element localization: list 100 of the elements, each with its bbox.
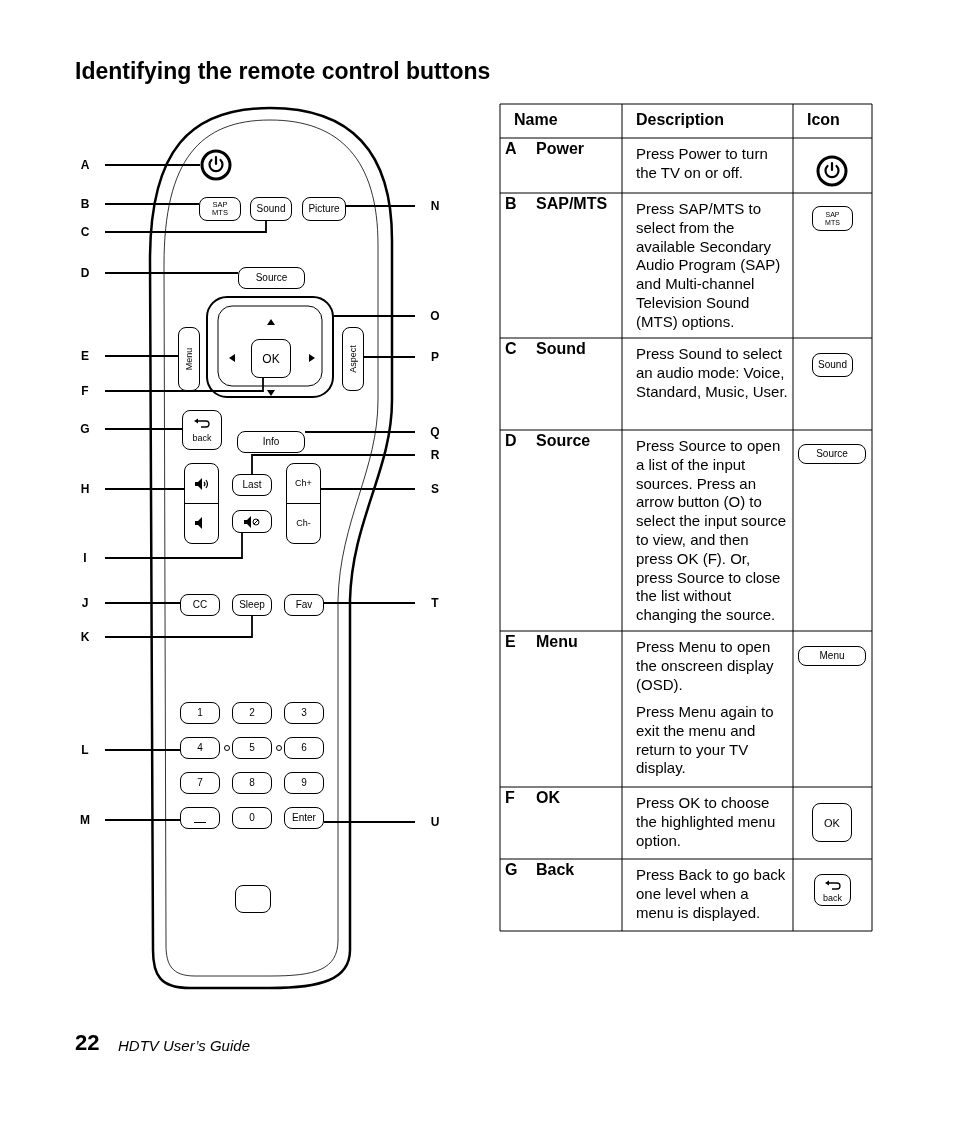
- remote-button: Enter: [284, 807, 324, 829]
- callout-letter: A: [78, 157, 92, 173]
- remote-button: Fav: [284, 594, 324, 616]
- column-header: Icon: [807, 110, 841, 130]
- row-heading: Sound: [536, 339, 587, 359]
- leader-line: [363, 356, 416, 358]
- callout-letter: R: [428, 447, 442, 463]
- button-symbol: Menu: [798, 646, 866, 666]
- description-text: Press Source to open a list of the input sources. Press an arrow button (O) to select the input source to view, and then press OK (F). Or, press Source to close the list without changing the source.: [636, 437, 788, 625]
- remote-button: Picture: [302, 197, 346, 221]
- callout-letter: S: [428, 481, 442, 497]
- remote-button: 7: [180, 772, 220, 794]
- description-text: Press OK to choose the highlighted menu option.: [636, 794, 777, 851]
- row-heading: A: [505, 139, 518, 159]
- description-text: Press SAP/MTS to select from the available Secondary Audio Program (SAP) and Multi-channel Television Sound (MTS) options.: [636, 200, 782, 332]
- page-title: Identifying the remote control buttons: [75, 58, 491, 85]
- leader-line: [345, 205, 416, 207]
- leader-line: [104, 220, 267, 233]
- leader-line: [304, 431, 416, 433]
- callout-letter: G: [78, 421, 92, 437]
- row-heading: Source: [536, 431, 592, 451]
- remote-button: Info: [237, 431, 305, 453]
- callout-letter: Q: [428, 424, 442, 440]
- button-symbol: OK: [812, 803, 852, 842]
- callout-letter: J: [78, 595, 92, 611]
- description-text: Press Back to go back one level when a menu is displayed.: [636, 866, 787, 923]
- row-heading: D: [505, 431, 518, 451]
- leader-line: [104, 602, 181, 604]
- description-text: Press Menu again to exit the menu and return to your TV display.: [636, 703, 775, 779]
- description-text: Press Menu to open the onscreen display (OSD).: [636, 638, 775, 695]
- callout-letter: T: [428, 595, 442, 611]
- back-button: back: [182, 410, 222, 450]
- row-heading: E: [505, 632, 517, 652]
- channel-rocker: Ch+ Ch-: [286, 463, 321, 544]
- callout-letter: O: [428, 308, 442, 324]
- leader-line: [251, 454, 416, 475]
- leader-line: [323, 821, 416, 823]
- page-number: 22: [75, 1030, 101, 1056]
- leader-line: [104, 749, 181, 751]
- leader-line: [104, 355, 179, 357]
- row-heading: OK: [536, 788, 561, 808]
- leader-line: [104, 272, 239, 274]
- leader-line: [104, 615, 253, 638]
- leader-line: [320, 488, 416, 490]
- remote-button: 4: [180, 737, 220, 759]
- remote-button: Sleep: [232, 594, 272, 616]
- row-heading: Back: [536, 860, 576, 880]
- remote-button: 5: [232, 737, 272, 759]
- footer-text: HDTV User’s Guide: [118, 1036, 251, 1056]
- callout-letter: K: [78, 629, 92, 645]
- remote-button: 6: [284, 737, 324, 759]
- volume-rocker: [184, 463, 219, 544]
- description-text: Press Power to turn the TV on or off.: [636, 145, 769, 183]
- leader-line: [104, 377, 264, 392]
- column-header: Name: [514, 110, 559, 130]
- button-symbol: Sound: [812, 353, 853, 377]
- remote-button: Sound: [250, 197, 292, 221]
- remote-button: 2: [232, 702, 272, 724]
- remote-button: 1: [180, 702, 220, 724]
- callout-letter: M: [78, 812, 92, 828]
- remote-button: Source: [238, 267, 305, 289]
- leader-line: [333, 315, 416, 317]
- leader-line: [104, 488, 185, 490]
- callout-letter: N: [428, 198, 442, 214]
- leader-line: [104, 532, 243, 559]
- remote-button: Menu: [178, 327, 200, 391]
- row-heading: F: [505, 788, 516, 808]
- remote-button: CC: [180, 594, 220, 616]
- remote-button: 9: [284, 772, 324, 794]
- callout-letter: P: [428, 349, 442, 365]
- callout-letter: U: [428, 814, 442, 830]
- leader-line: [104, 428, 183, 430]
- remote-button: 8: [232, 772, 272, 794]
- remote-button: 0: [232, 807, 272, 829]
- leader-line: [104, 164, 201, 166]
- callout-letter: L: [78, 742, 92, 758]
- direction-pad: [206, 296, 334, 400]
- remote-button: [235, 885, 271, 913]
- row-heading: C: [505, 339, 518, 359]
- power-button: [200, 149, 232, 181]
- remote-button: Last: [232, 474, 272, 496]
- leader-line: [104, 203, 200, 205]
- description-text: Press Sound to select an audio mode: Voice, Standard, Music, User.: [636, 345, 788, 402]
- back-button-symbol: back: [814, 874, 851, 906]
- row-heading: Power: [536, 139, 585, 159]
- leader-line: [323, 602, 416, 604]
- callout-letter: E: [78, 348, 92, 364]
- callout-letter: F: [78, 383, 92, 399]
- row-heading: G: [505, 860, 519, 880]
- button-symbol: Source: [798, 444, 866, 464]
- row-heading: Menu: [536, 632, 579, 652]
- remote-button: OK: [251, 339, 291, 378]
- remote-button: 3: [284, 702, 324, 724]
- mute-button: [232, 510, 272, 533]
- row-heading: B: [505, 194, 518, 214]
- callout-letter: B: [78, 196, 92, 212]
- leader-line: [104, 819, 181, 821]
- callout-letter: I: [78, 550, 92, 566]
- callout-letter: H: [78, 481, 92, 497]
- remote-button: Aspect: [342, 327, 364, 391]
